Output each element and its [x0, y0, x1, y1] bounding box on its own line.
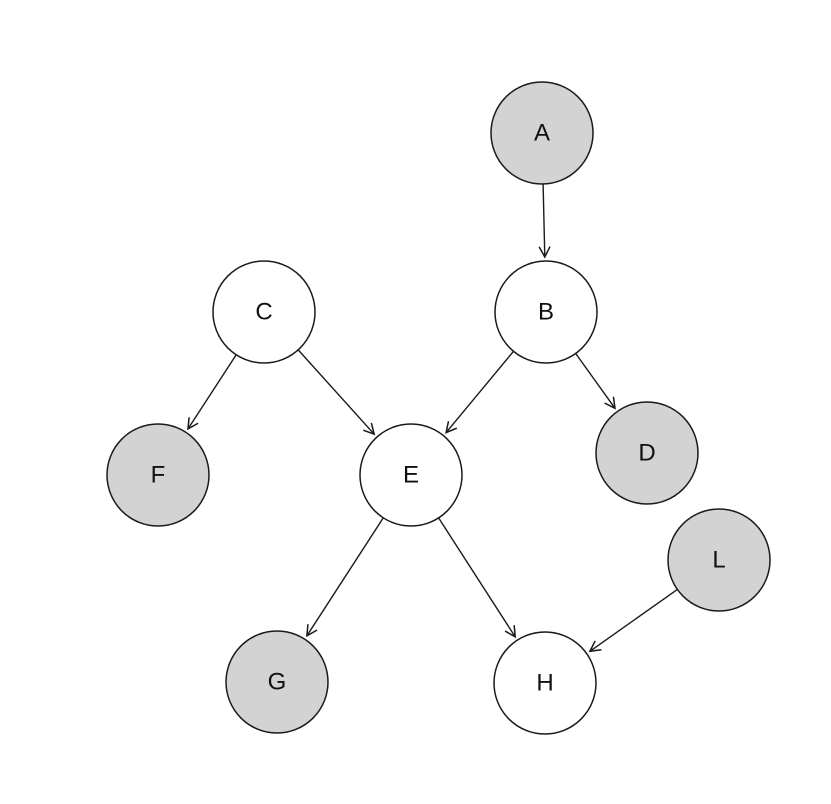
node-F: F [106, 423, 210, 527]
node-A-circle [490, 81, 594, 185]
node-A: A [490, 81, 594, 185]
node-L: L [667, 508, 771, 612]
node-C-label: C [255, 299, 272, 326]
node-E: E [359, 423, 463, 527]
node-G-circle [225, 630, 329, 734]
nodes-layer: A B C D E F G H L [106, 81, 771, 735]
node-F-label: F [151, 462, 166, 489]
edges-layer [187, 183, 678, 653]
node-L-label: L [712, 547, 725, 574]
node-D-label: D [638, 440, 655, 467]
node-F-circle [106, 423, 210, 527]
node-B-circle [494, 260, 598, 364]
node-D: D [595, 401, 699, 505]
edge-C-E [297, 349, 376, 436]
node-C-circle [212, 260, 316, 364]
node-B-label: B [538, 299, 554, 326]
node-L-circle [667, 508, 771, 612]
node-E-circle [359, 423, 463, 527]
edge-B-E [445, 350, 515, 434]
node-H-label: H [536, 670, 553, 697]
node-G: G [225, 630, 329, 734]
edge-E-H [438, 517, 517, 639]
node-G-label: G [268, 669, 287, 696]
node-D-circle [595, 401, 699, 505]
edge-C-F [187, 354, 237, 431]
node-E-label: E [403, 462, 419, 489]
node-B: B [494, 260, 598, 364]
edge-B-D [575, 353, 616, 410]
edge-L-H [588, 588, 678, 653]
edge-E-G [306, 517, 384, 638]
edge-A-B [538, 183, 551, 259]
node-H: H [493, 631, 597, 735]
node-A-label: A [534, 120, 550, 147]
node-H-circle [493, 631, 597, 735]
node-C: C [212, 260, 316, 364]
